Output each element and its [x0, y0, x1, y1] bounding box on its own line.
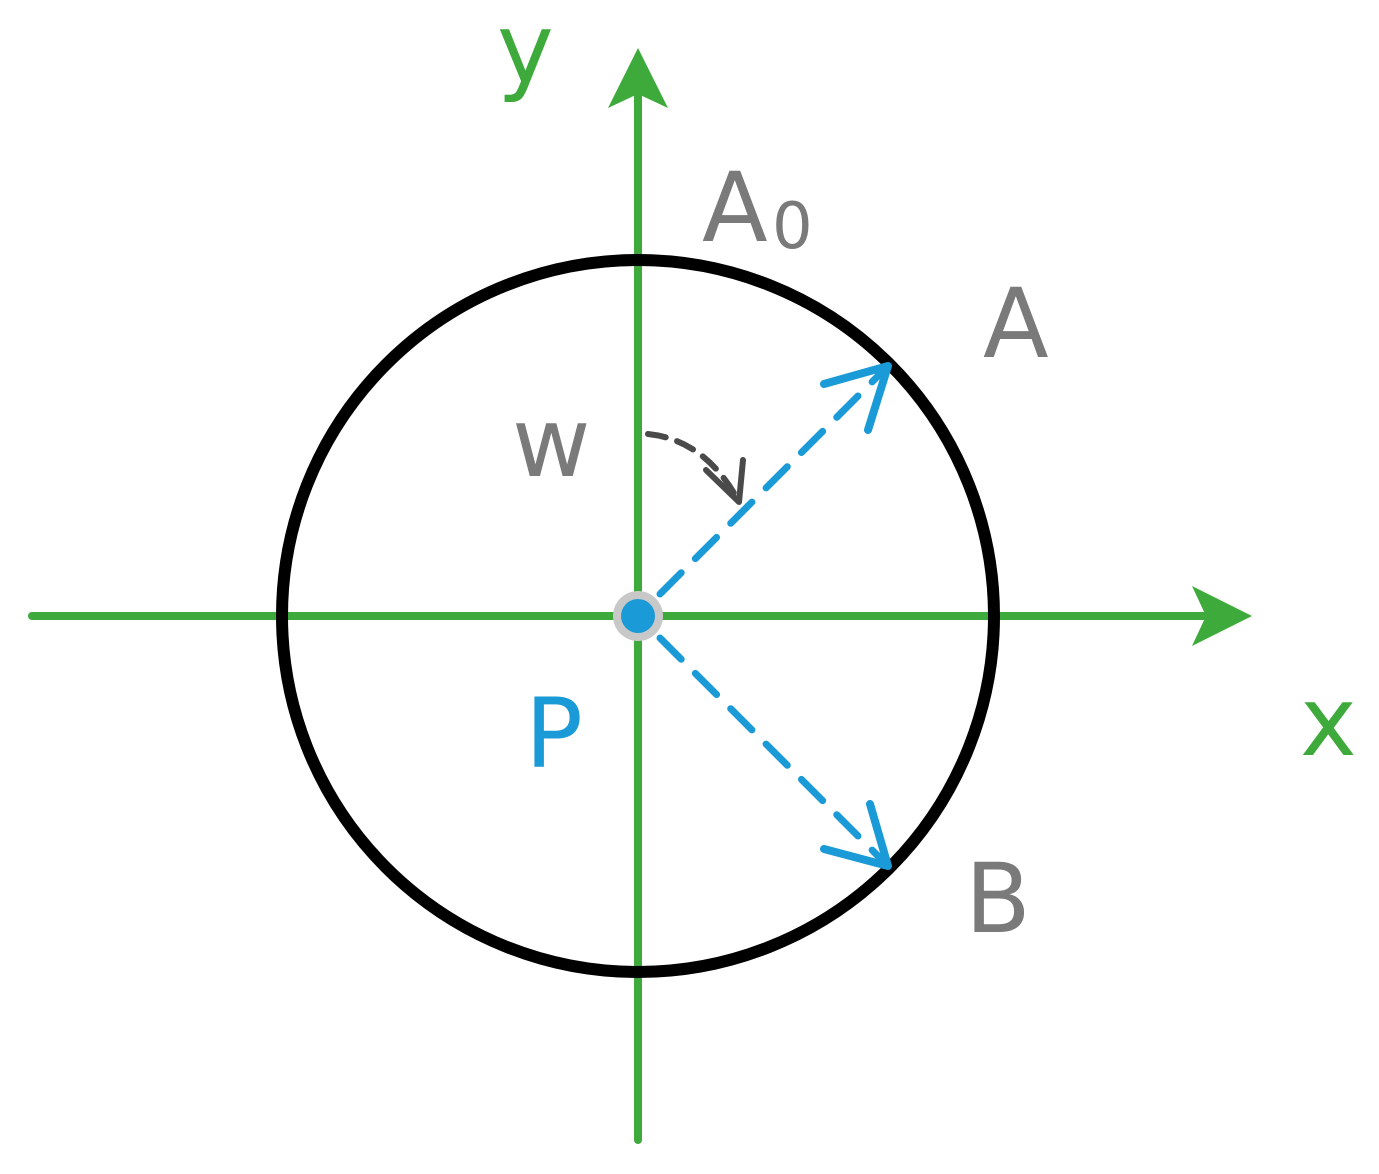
x-axis-arrowhead	[1192, 586, 1252, 646]
rotation-arc-arrowhead	[703, 457, 746, 505]
rotation-arc	[645, 431, 746, 505]
label-p: P	[525, 678, 583, 790]
label-a0-main: A	[702, 152, 768, 264]
label-a0: A 0	[702, 152, 813, 264]
vector-pa-line	[656, 366, 888, 598]
y-axis-arrowhead	[608, 48, 668, 108]
center-point-dot	[621, 599, 655, 633]
rotation-arc-path	[645, 431, 741, 503]
circle	[276, 254, 1000, 978]
vector-pb-line	[656, 634, 888, 866]
vector-pa-arrowhead	[820, 362, 892, 434]
label-a: A	[983, 268, 1049, 380]
vector-pb-arrowhead	[820, 800, 892, 870]
label-b: B	[965, 843, 1031, 955]
vector-pb	[656, 634, 892, 870]
label-a0-subscript: 0	[772, 190, 813, 264]
label-w: w	[512, 387, 591, 499]
vector-pa	[656, 362, 892, 598]
y-axis-label: y	[497, 0, 554, 105]
x-axis-label: x	[1300, 666, 1357, 778]
center-point	[613, 591, 663, 641]
